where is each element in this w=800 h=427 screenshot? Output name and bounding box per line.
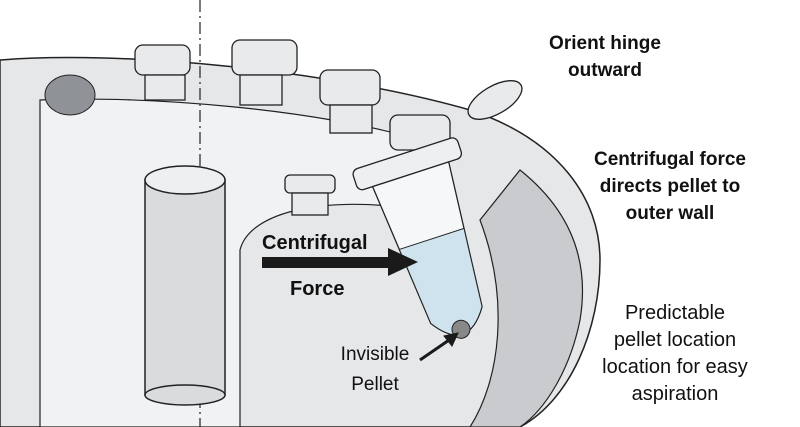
label-force: Force	[290, 278, 345, 300]
label-predictable: Predictable pellet location location for…	[575, 300, 775, 408]
tube-caps	[134, 39, 523, 216]
pellet-arrow	[419, 332, 459, 362]
rotor-outer-wall	[469, 169, 584, 427]
label-line: Invisible	[340, 344, 410, 365]
label-orient-hinge: Orient hinge outward	[525, 30, 685, 84]
label-line: Centrifugal force	[593, 149, 747, 170]
tube	[352, 137, 483, 339]
label-line: aspiration	[631, 383, 719, 405]
label-line: directs pellet to	[599, 176, 741, 197]
label-line: outer wall	[625, 203, 715, 224]
label-centrifugal: Centrifugal	[262, 232, 368, 254]
label-line: location for easy	[602, 356, 748, 378]
label-line: Predictable	[624, 302, 726, 324]
label-line: Orient hinge	[549, 33, 661, 54]
label-line: pellet location	[613, 329, 737, 351]
centrifugal-arrow	[262, 248, 418, 276]
central-cylinder	[144, 165, 226, 406]
label-force-directs: Centrifugal force directs pellet to oute…	[570, 146, 770, 227]
label-invisible-pellet: Invisible Pellet	[320, 340, 430, 400]
label-line: Pellet	[351, 374, 399, 395]
label-line: outward	[568, 60, 642, 81]
rotor-hole	[44, 74, 96, 116]
